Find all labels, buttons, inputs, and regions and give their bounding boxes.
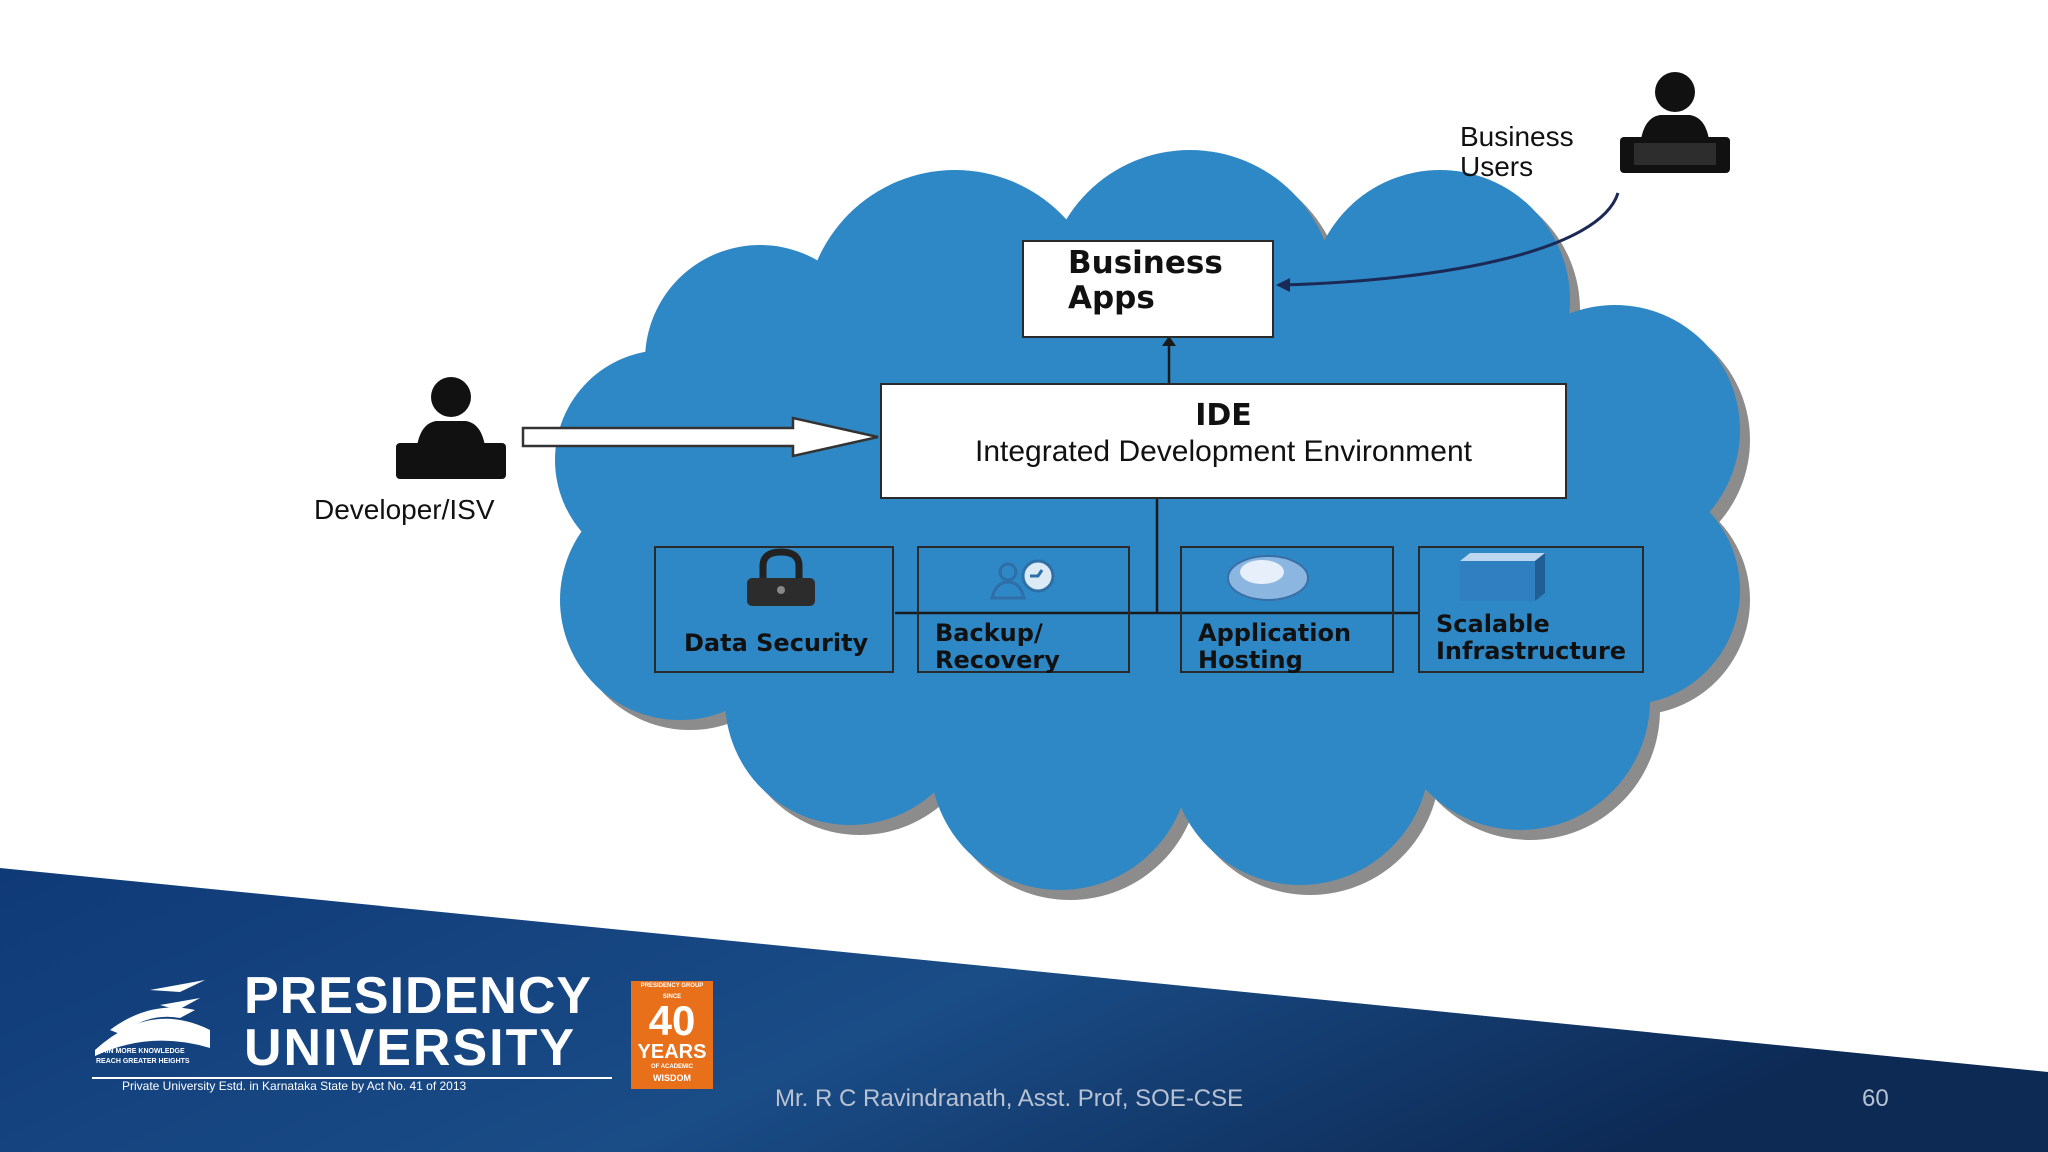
logo-divider	[92, 1077, 612, 1079]
badge-number: 40	[648, 997, 696, 1044]
logo-tagline-2: REACH GREATER HEIGHTS	[96, 1058, 190, 1065]
server-box-icon	[1460, 553, 1545, 601]
module-label: Scalable Infrastructure	[1436, 610, 1627, 665]
developer-arrow	[521, 416, 879, 458]
module-label: Data Security	[684, 629, 869, 657]
module-application-hosting: Application Hosting	[1180, 546, 1394, 674]
business-apps-box: Business Apps	[1022, 240, 1274, 338]
padlock-icon	[747, 548, 815, 606]
business-apps-label: Business Apps	[1068, 245, 1223, 316]
ide-subtitle: Integrated Development Environment	[975, 435, 1472, 468]
ide-box: IDE Integrated Development Environment	[880, 383, 1567, 499]
badge-bottom-1: OF ACADEMIC	[650, 1064, 694, 1070]
university-name-line1: PRESIDENCY	[244, 967, 593, 1025]
module-data-security: Data Security	[654, 546, 894, 673]
page-number: 60	[1862, 1085, 1889, 1112]
module-backup-recovery: Backup/ Recovery	[917, 546, 1130, 674]
university-name-line2: UNIVERSITY	[244, 1019, 577, 1077]
badge-since-text: SINCE	[662, 994, 682, 1000]
business-user-person-icon	[1620, 72, 1730, 173]
badge-years: YEARS	[637, 1041, 707, 1063]
module-scalable-infrastructure: Scalable Infrastructure	[1418, 546, 1644, 673]
business-users-arrow	[1281, 192, 1620, 287]
author-credit: Mr. R C Ravindranath, Asst. Prof, SOE-CS…	[775, 1085, 1244, 1112]
arrow-to-business-apps	[1162, 336, 1176, 346]
badge-bottom-2: WISDOM	[653, 1073, 691, 1083]
module-label: Application Hosting	[1198, 619, 1352, 674]
badge-top-text: PRESIDENCY GROUP	[640, 983, 704, 989]
logo-tagline-1: GAIN MORE KNOWLEDGE	[96, 1048, 185, 1055]
university-subtitle: Private University Estd. in Karnataka St…	[122, 1079, 467, 1093]
connector-lines	[895, 342, 1420, 615]
module-label: Backup/ Recovery	[935, 619, 1060, 674]
developer-person-icon	[396, 377, 506, 479]
ide-title: IDE	[1195, 398, 1252, 433]
globe-icon	[1227, 555, 1309, 601]
business-users-label: Business Users	[1460, 121, 1574, 182]
backup-recovery-icon	[990, 559, 1055, 600]
developer-label: Developer/ISV	[314, 494, 495, 525]
business-users-arrowhead	[1276, 278, 1290, 292]
